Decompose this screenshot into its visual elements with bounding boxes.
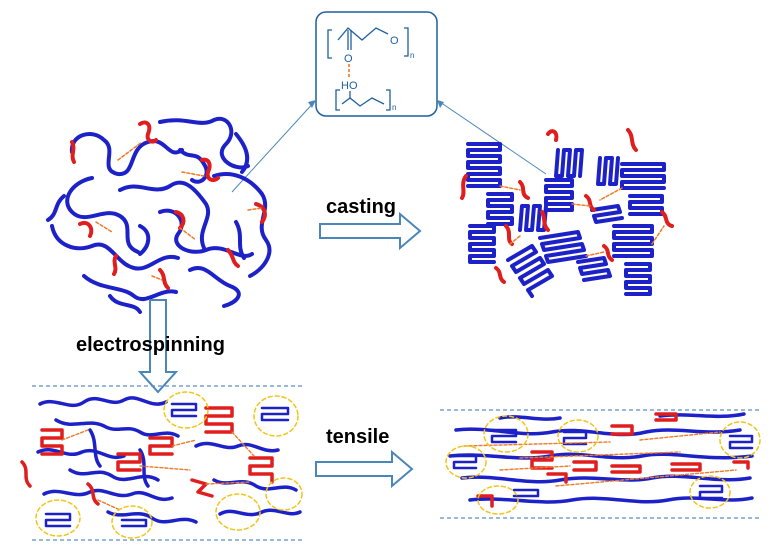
stretched-fiber [440, 409, 762, 519]
ether-oxygen-label: O [390, 35, 399, 47]
hydroxyl-label: HO [341, 80, 358, 92]
casting-label: casting [326, 196, 397, 218]
amorphous-network [46, 116, 272, 314]
tensile-label: tensile [326, 426, 390, 448]
repeat-index-bottom: n [392, 103, 396, 112]
electrospinning-arrow [137, 299, 179, 394]
casting-arrow [319, 211, 422, 251]
tensile-arrow [315, 449, 414, 489]
lamellar-crystals [460, 128, 674, 298]
pointer-line-left [231, 99, 317, 193]
carbonyl-oxygen-label: O [344, 53, 353, 65]
pointer-line-right [436, 99, 547, 175]
repeat-index-top: n [410, 51, 414, 60]
electrospinning-label: electrospinning [76, 334, 225, 356]
chemical-structure: O n O HO n [315, 11, 438, 117]
electrospun-fiber [20, 385, 304, 541]
